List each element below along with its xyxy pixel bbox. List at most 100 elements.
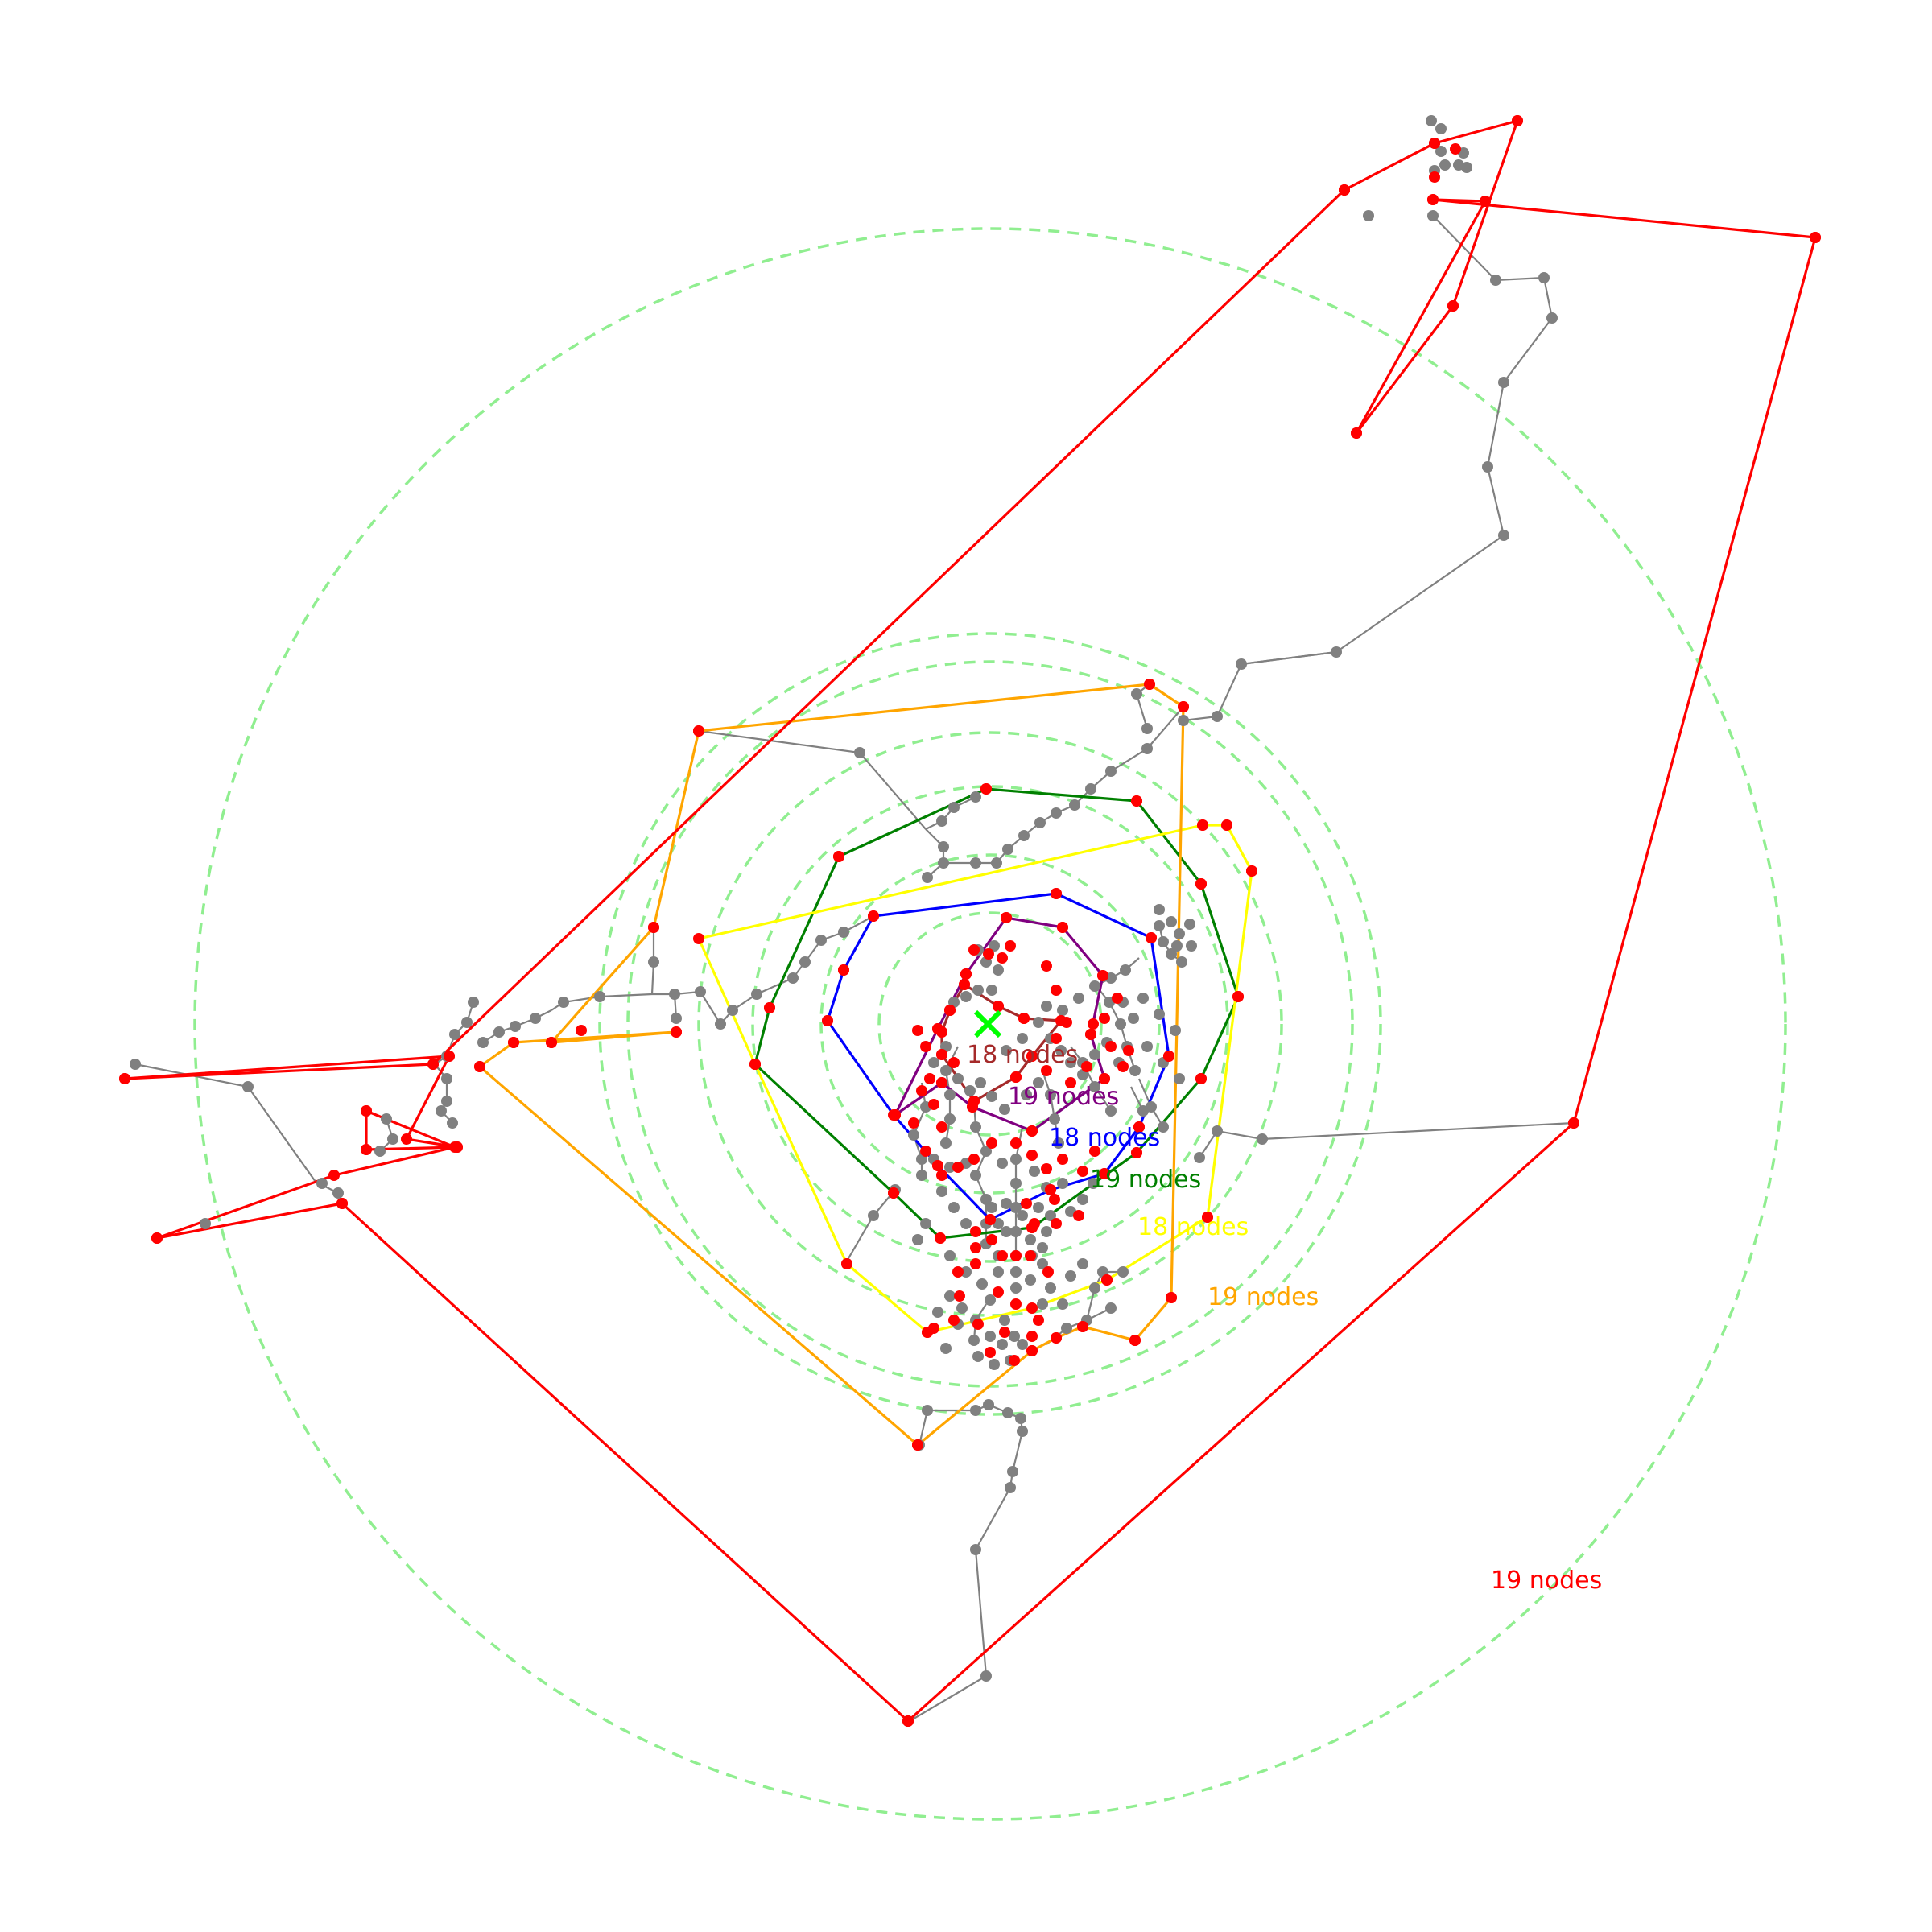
- distance-ring-1: [877, 911, 1103, 1137]
- boundary-node: [1429, 171, 1440, 183]
- graph-node: [1331, 646, 1342, 658]
- boundary-node: [1195, 878, 1207, 890]
- boundary-node: [1117, 1061, 1129, 1072]
- boundary-node: [993, 1286, 1004, 1298]
- boundary-node: [1101, 1274, 1113, 1286]
- boundary-node: [928, 1323, 939, 1334]
- boundary-node: [1099, 1168, 1110, 1179]
- graph-node: [1184, 919, 1195, 930]
- boundary-node: [1025, 1250, 1036, 1261]
- boundary-node: [1065, 1077, 1076, 1088]
- boundary-node: [328, 1170, 340, 1181]
- graph-node: [1186, 940, 1197, 952]
- graph-node: [980, 1194, 992, 1205]
- boundary-label-4: 19 nodes: [1090, 1166, 1201, 1194]
- graph-node: [922, 872, 933, 883]
- graph-node: [1025, 1234, 1036, 1245]
- graph-node: [374, 1146, 386, 1157]
- boundary-node: [983, 948, 994, 960]
- graph-node: [1010, 1266, 1022, 1278]
- graph-node: [1154, 920, 1165, 931]
- graph-node: [944, 1113, 956, 1125]
- graph-node: [1176, 956, 1187, 968]
- graph-node: [1010, 1178, 1022, 1189]
- graph-node: [993, 964, 1004, 976]
- boundary-node: [948, 1315, 960, 1326]
- graph-node: [1051, 807, 1062, 819]
- edge-path-37: [1158, 925, 1183, 963]
- graph-node: [1439, 159, 1451, 171]
- edge-path-1: [909, 1403, 1024, 1722]
- graph-node: [868, 1210, 879, 1221]
- graph-node: [1174, 928, 1185, 939]
- graph-node: [980, 1146, 992, 1157]
- boundary-node: [1005, 940, 1016, 952]
- graph-node: [1089, 1049, 1100, 1060]
- graph-node: [558, 997, 569, 1008]
- graph-node: [1065, 1057, 1076, 1068]
- graph-node: [1166, 948, 1177, 960]
- graph-node: [1053, 1137, 1064, 1149]
- boundary-node: [1026, 1051, 1038, 1062]
- graph-node: [1033, 1202, 1044, 1213]
- boundary-label-5: 18 nodes: [1137, 1213, 1249, 1241]
- graph-node: [948, 802, 960, 813]
- graph-node: [989, 1359, 1000, 1370]
- graph-node: [999, 1104, 1010, 1115]
- boundary-node: [986, 1137, 997, 1149]
- graph-node: [854, 747, 865, 758]
- graph-node: [932, 1307, 943, 1318]
- boundary-node: [693, 933, 704, 944]
- boundary-node: [1447, 300, 1459, 312]
- graph-node: [991, 857, 1002, 869]
- boundary-node: [1197, 819, 1208, 831]
- boundary-node: [936, 1026, 947, 1038]
- graph-node: [1158, 1121, 1169, 1133]
- graph-node: [447, 1117, 458, 1129]
- graph-node: [838, 927, 849, 938]
- edge-path-41: [1094, 957, 1140, 987]
- boundary-node: [474, 1061, 485, 1072]
- edge-path-13: [1216, 1129, 1263, 1141]
- graph-node: [989, 940, 1000, 952]
- boundary-node: [1163, 1051, 1174, 1062]
- graph-node: [316, 1178, 328, 1189]
- graph-node: [1137, 1105, 1149, 1117]
- boundary-polygon-2: [894, 916, 1106, 1133]
- boundary-node: [1429, 138, 1440, 149]
- graph-node: [1105, 766, 1117, 777]
- graph-node: [938, 857, 949, 869]
- boundary-node: [1018, 1013, 1030, 1024]
- graph-node: [1141, 743, 1153, 754]
- graph-node: [510, 1021, 521, 1032]
- graph-node: [1033, 1017, 1044, 1028]
- boundary-node: [912, 1025, 923, 1036]
- graph-node: [986, 985, 997, 996]
- graph-node: [1212, 711, 1223, 722]
- graph-nodes: [119, 115, 1821, 1727]
- boundary-node: [936, 1077, 947, 1088]
- boundary-node: [968, 1096, 980, 1107]
- graph-node: [751, 989, 762, 1000]
- boundary-polygon-5: [697, 824, 1253, 1334]
- graph-node: [441, 1096, 452, 1107]
- boundary-node: [997, 1250, 1008, 1261]
- boundary-node: [890, 1109, 901, 1121]
- boundary-node: [833, 851, 844, 862]
- boundary-node: [1099, 1013, 1110, 1024]
- graph-node: [952, 1073, 964, 1084]
- boundary-node: [764, 1002, 775, 1013]
- distance-ring-7: [193, 227, 1787, 1821]
- graph-node: [1435, 146, 1447, 157]
- boundary-node: [1051, 1218, 1062, 1229]
- boundary-node: [985, 1214, 996, 1225]
- graph-node: [944, 1162, 956, 1173]
- boundary-node: [1010, 1137, 1022, 1149]
- boundary-node: [920, 1041, 931, 1052]
- graph-node: [997, 1339, 1008, 1350]
- graph-node: [936, 1186, 947, 1197]
- graph-node: [944, 1290, 956, 1302]
- boundary-node: [1049, 1194, 1060, 1205]
- edge-path-10: [698, 729, 927, 830]
- graph-node: [727, 1005, 738, 1016]
